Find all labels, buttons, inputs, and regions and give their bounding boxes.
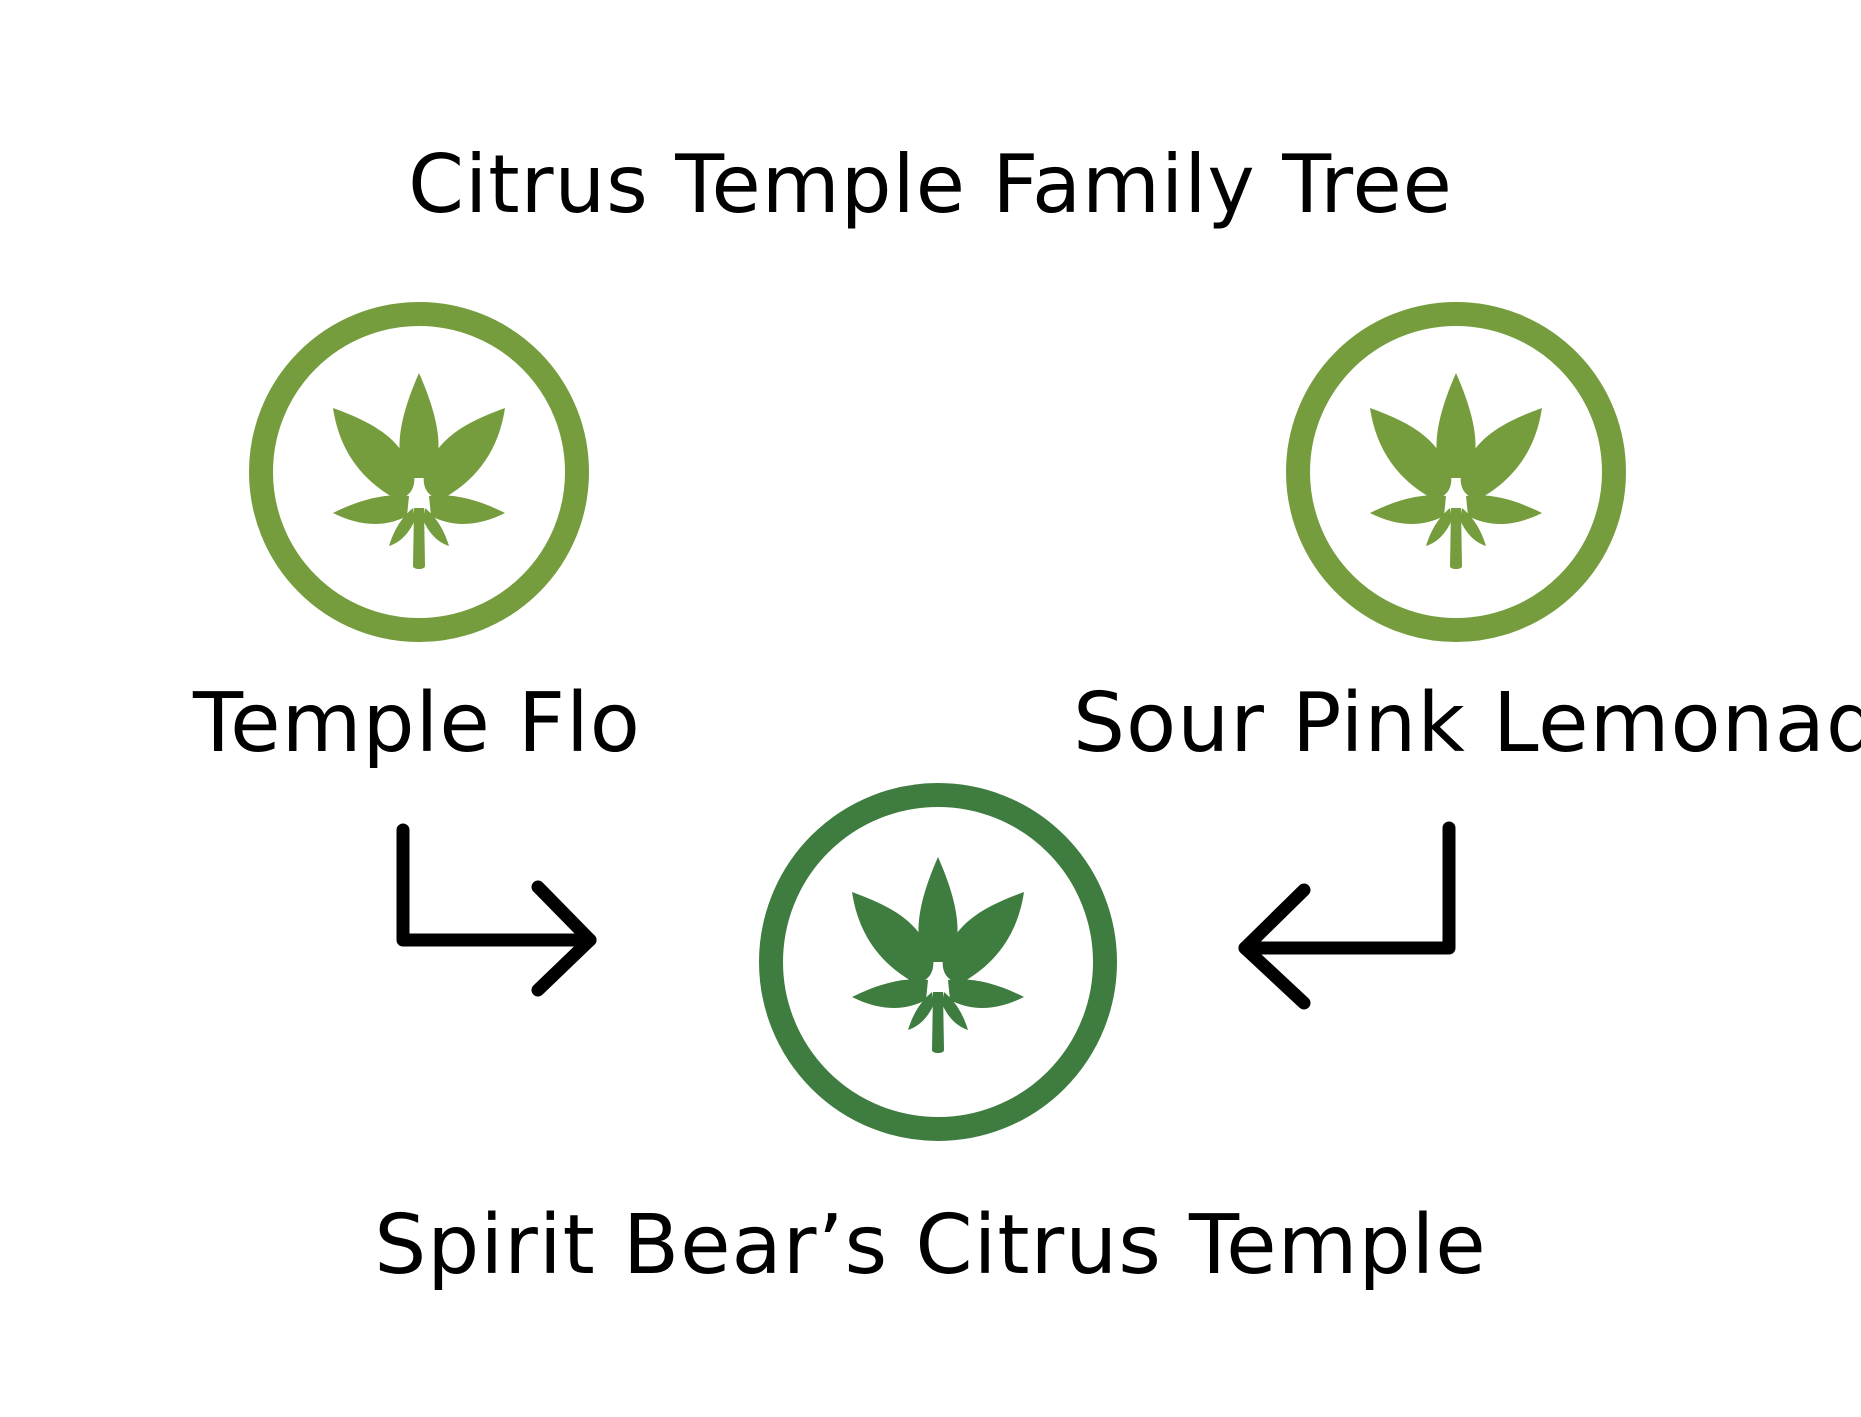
child-label: Spirit Bear’s Citrus Temple [374,1198,1487,1293]
cannabis-leaf-icon [852,857,1024,1053]
parent-left-ring [249,302,589,642]
arrow-left-to-child-icon [396,823,597,997]
parent-right-ring [1286,302,1626,642]
parent-right-label: Sour Pink Lemonade [1073,676,1861,771]
parent-left-label: Temple Flo [193,676,641,771]
parent-node-temple-flo [249,302,589,642]
diagram-title: Citrus Temple Family Tree [408,138,1453,231]
parent-node-sour-pink-lemonade [1286,302,1626,642]
arrow-right-to-child-icon [1238,821,1456,1010]
child-ring [759,783,1117,1141]
cannabis-leaf-icon [333,373,505,569]
cannabis-leaf-icon [1370,373,1542,569]
child-node-spirit-bears-citrus-temple [759,783,1117,1141]
